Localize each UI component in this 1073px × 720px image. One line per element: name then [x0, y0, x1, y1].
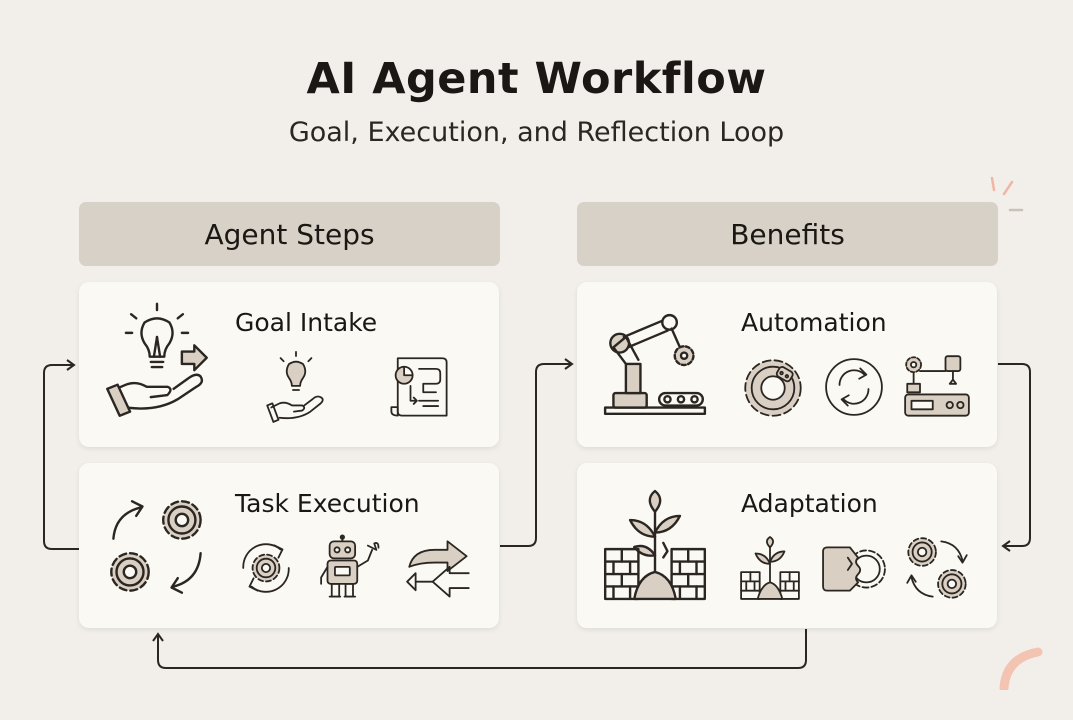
robotic-arm-icon [603, 312, 707, 418]
task-execution-title: Task Execution [235, 489, 420, 518]
small-idea-hand-icon [265, 354, 327, 426]
gear-chain-icon [741, 356, 805, 420]
automation-title: Automation [741, 308, 887, 337]
sparkle-decoration-icon [990, 176, 1024, 212]
reflection-return-connector [152, 629, 807, 669]
gears-cycle-icon [105, 493, 209, 601]
adaptation-title: Adaptation [741, 489, 878, 518]
benefits-header-label: Benefits [730, 217, 845, 251]
refresh-cycle-icon [823, 356, 885, 418]
automation-to-adaptation-connector [998, 363, 1031, 552]
goal-intake-card: Goal Intake [79, 282, 499, 447]
agent-steps-header: Agent Steps [79, 202, 500, 266]
robot-wrench-icon [319, 535, 387, 603]
gears-cycle-icon [903, 535, 971, 603]
plant-wall-icon [603, 491, 707, 601]
small-plant-wall-icon [739, 537, 801, 601]
diagram-title: AI Agent Workflow [306, 54, 767, 104]
swap-arrows-icon [405, 537, 473, 603]
puzzle-gear-icon [821, 543, 887, 595]
task-execution-card: Task Execution [79, 463, 499, 628]
idea-hand-icon [105, 308, 209, 422]
benefits-header: Benefits [577, 202, 998, 266]
automation-card: Automation [577, 282, 997, 447]
diagram-subtitle: Goal, Execution, and Reflection Loop [288, 117, 785, 148]
gear-refresh-icon [235, 537, 297, 599]
plan-document-icon [387, 354, 451, 422]
loop-left-connector [43, 359, 79, 550]
execution-to-automation-connector [500, 358, 574, 547]
assembly-machine-icon [903, 354, 971, 420]
agent-steps-header-label: Agent Steps [204, 217, 375, 251]
adaptation-card: Adaptation [577, 463, 997, 628]
arc-decoration-icon [999, 647, 1043, 690]
goal-intake-title: Goal Intake [235, 308, 378, 337]
